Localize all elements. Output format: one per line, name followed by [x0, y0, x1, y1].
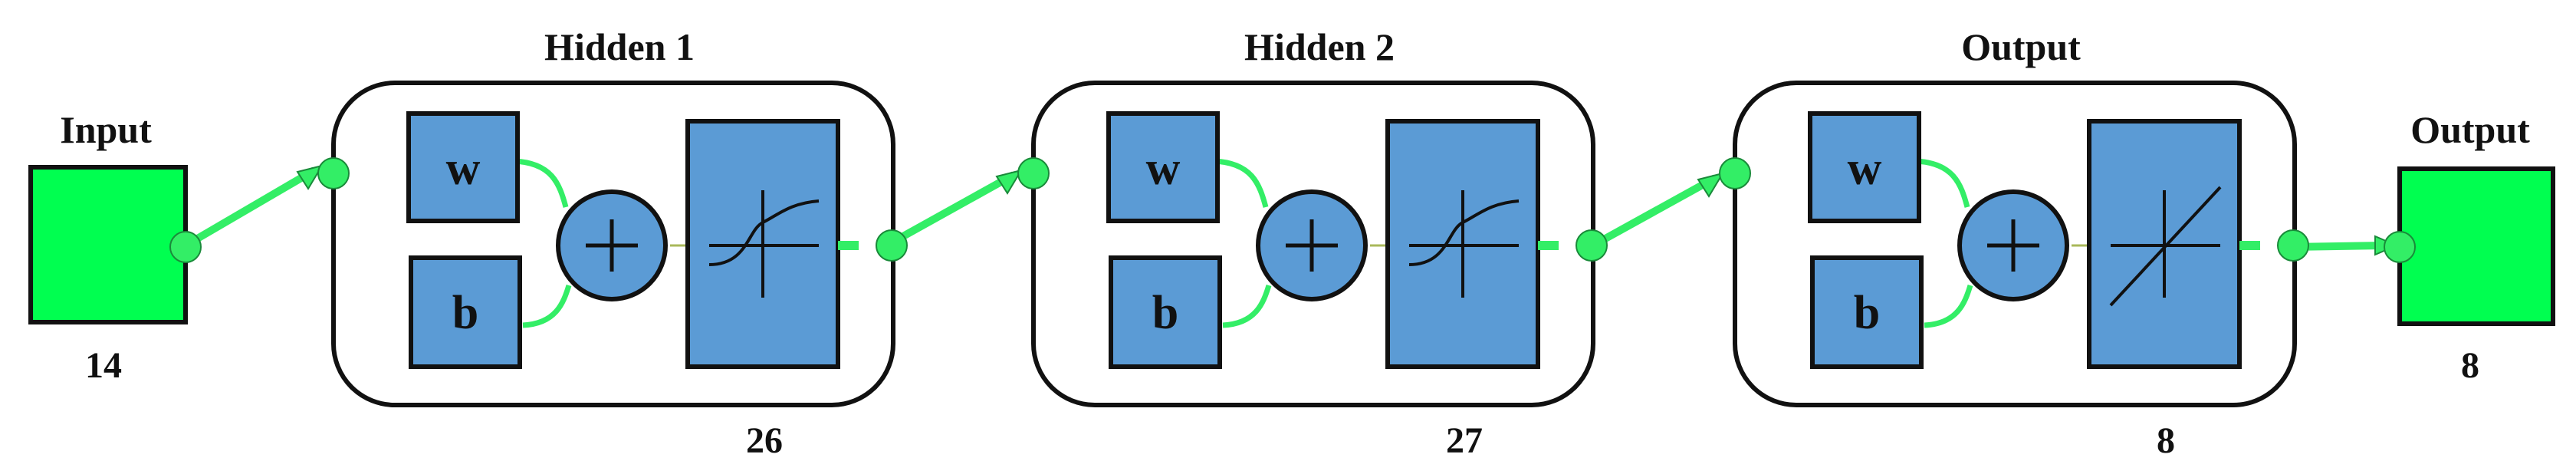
input-box-port-node — [169, 231, 202, 263]
weight-box — [1106, 111, 1220, 223]
arrowhead-output-layer — [1697, 172, 1725, 198]
sigmoid-curve-icon — [1408, 199, 1520, 266]
input-port-node — [1719, 157, 1751, 189]
layer-title: Hidden 1 — [544, 25, 695, 68]
arrow-hidden2-to-output — [1588, 174, 1717, 251]
output-box-port-node — [2384, 231, 2416, 263]
weight-label: w — [1848, 143, 1882, 195]
input-port-node — [1017, 157, 1050, 189]
weight-label: w — [1146, 143, 1181, 195]
layer-size: 26 — [746, 420, 783, 461]
layer-size: 8 — [2157, 420, 2175, 461]
weight-box — [406, 111, 520, 223]
output-box — [2397, 166, 2555, 326]
layer-title: Hidden 2 — [1244, 25, 1395, 68]
layer-hidden-1: Hidden 1 w b 26 — [317, 25, 908, 461]
arrowhead-hidden1 — [296, 164, 324, 190]
bias-label: b — [1854, 287, 1880, 339]
input-size: 14 — [85, 345, 122, 386]
linear-line-icon — [2109, 186, 2222, 307]
bias-label: b — [452, 287, 478, 339]
layer-hidden-2: Hidden 2 w b 27 — [1017, 25, 1608, 461]
output-port-node — [1576, 229, 1608, 262]
layer-size: 27 — [1446, 420, 1483, 461]
bias-label: b — [1152, 287, 1178, 339]
input-label: Input — [60, 108, 152, 151]
sigmoid-curve-icon — [708, 199, 820, 266]
output-size: 8 — [2461, 345, 2479, 386]
output-port-node — [876, 229, 908, 262]
arrow-input-to-hidden1 — [183, 166, 317, 249]
input-box — [28, 165, 188, 324]
bias-box — [409, 255, 522, 369]
bias-box — [1109, 255, 1222, 369]
arrowhead-hidden2 — [995, 169, 1024, 195]
bias-box — [1810, 255, 1924, 369]
layer-title: Output — [1961, 25, 2081, 68]
weight-label: w — [446, 143, 481, 195]
arrow-hidden1-to-hidden2 — [887, 171, 1016, 248]
weight-box — [1808, 111, 1921, 223]
layer-output: Output w b 8 — [1719, 25, 2309, 461]
output-label: Output — [2410, 108, 2530, 151]
output-port-node — [2277, 229, 2309, 262]
input-port-node — [317, 157, 350, 189]
